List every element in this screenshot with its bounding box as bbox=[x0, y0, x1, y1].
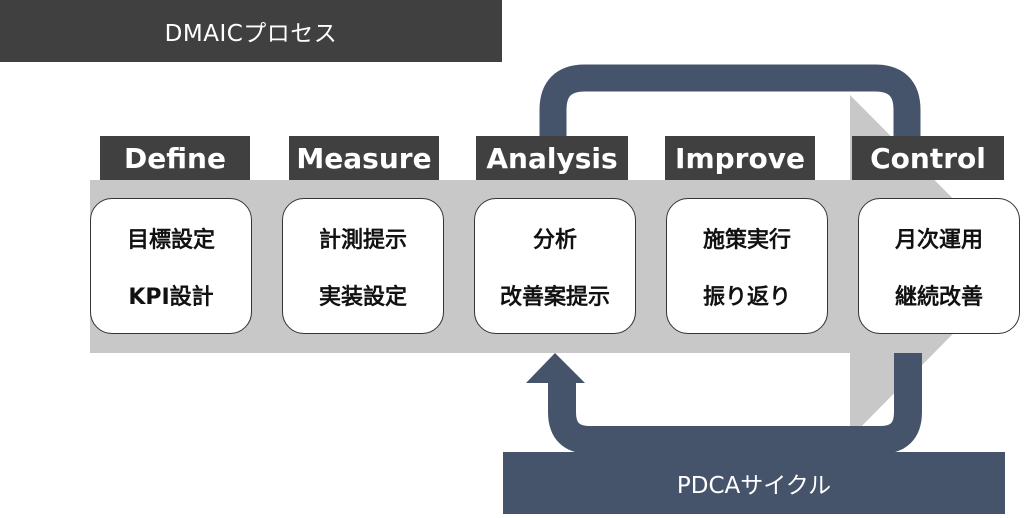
phase-label-analysis: Analysis bbox=[476, 136, 628, 180]
pdca-loop-top bbox=[539, 64, 921, 136]
phase-label-measure: Measure bbox=[289, 136, 439, 180]
phase-task: 改善案提示 bbox=[499, 284, 610, 310]
phase-task: 月次運用 bbox=[894, 227, 983, 253]
pdca-arrow-neck bbox=[548, 380, 576, 390]
phase-task: 施策実行 bbox=[702, 227, 791, 253]
phase-task: 目標設定 bbox=[126, 227, 215, 253]
phase-task: 振り返り bbox=[702, 284, 791, 310]
pdca-up-arrowhead bbox=[526, 353, 585, 383]
page-title: DMAICプロセス bbox=[0, 0, 502, 62]
phase-box-control: 月次運用 継続改善 bbox=[858, 198, 1020, 334]
phase-box-measure: 計測提示 実装設定 bbox=[282, 198, 444, 334]
pdca-loop-bottom bbox=[548, 353, 922, 454]
phase-box-improve: 施策実行 振り返り bbox=[666, 198, 828, 334]
phase-task: 分析 bbox=[532, 227, 577, 253]
phase-task: 継続改善 bbox=[894, 284, 983, 310]
phase-task: 計測提示 bbox=[318, 227, 407, 253]
phase-task: 実装設定 bbox=[318, 284, 407, 310]
pdca-cycle-label: PDCAサイクル bbox=[503, 452, 1005, 514]
phase-task: KPI設計 bbox=[128, 284, 214, 310]
phase-label-improve: Improve bbox=[665, 136, 815, 180]
phase-box-define: 目標設定 KPI設計 bbox=[90, 198, 252, 334]
phase-label-control: Control bbox=[852, 136, 1004, 180]
phase-label-define: Define bbox=[100, 136, 250, 180]
phase-box-analysis: 分析 改善案提示 bbox=[474, 198, 636, 334]
